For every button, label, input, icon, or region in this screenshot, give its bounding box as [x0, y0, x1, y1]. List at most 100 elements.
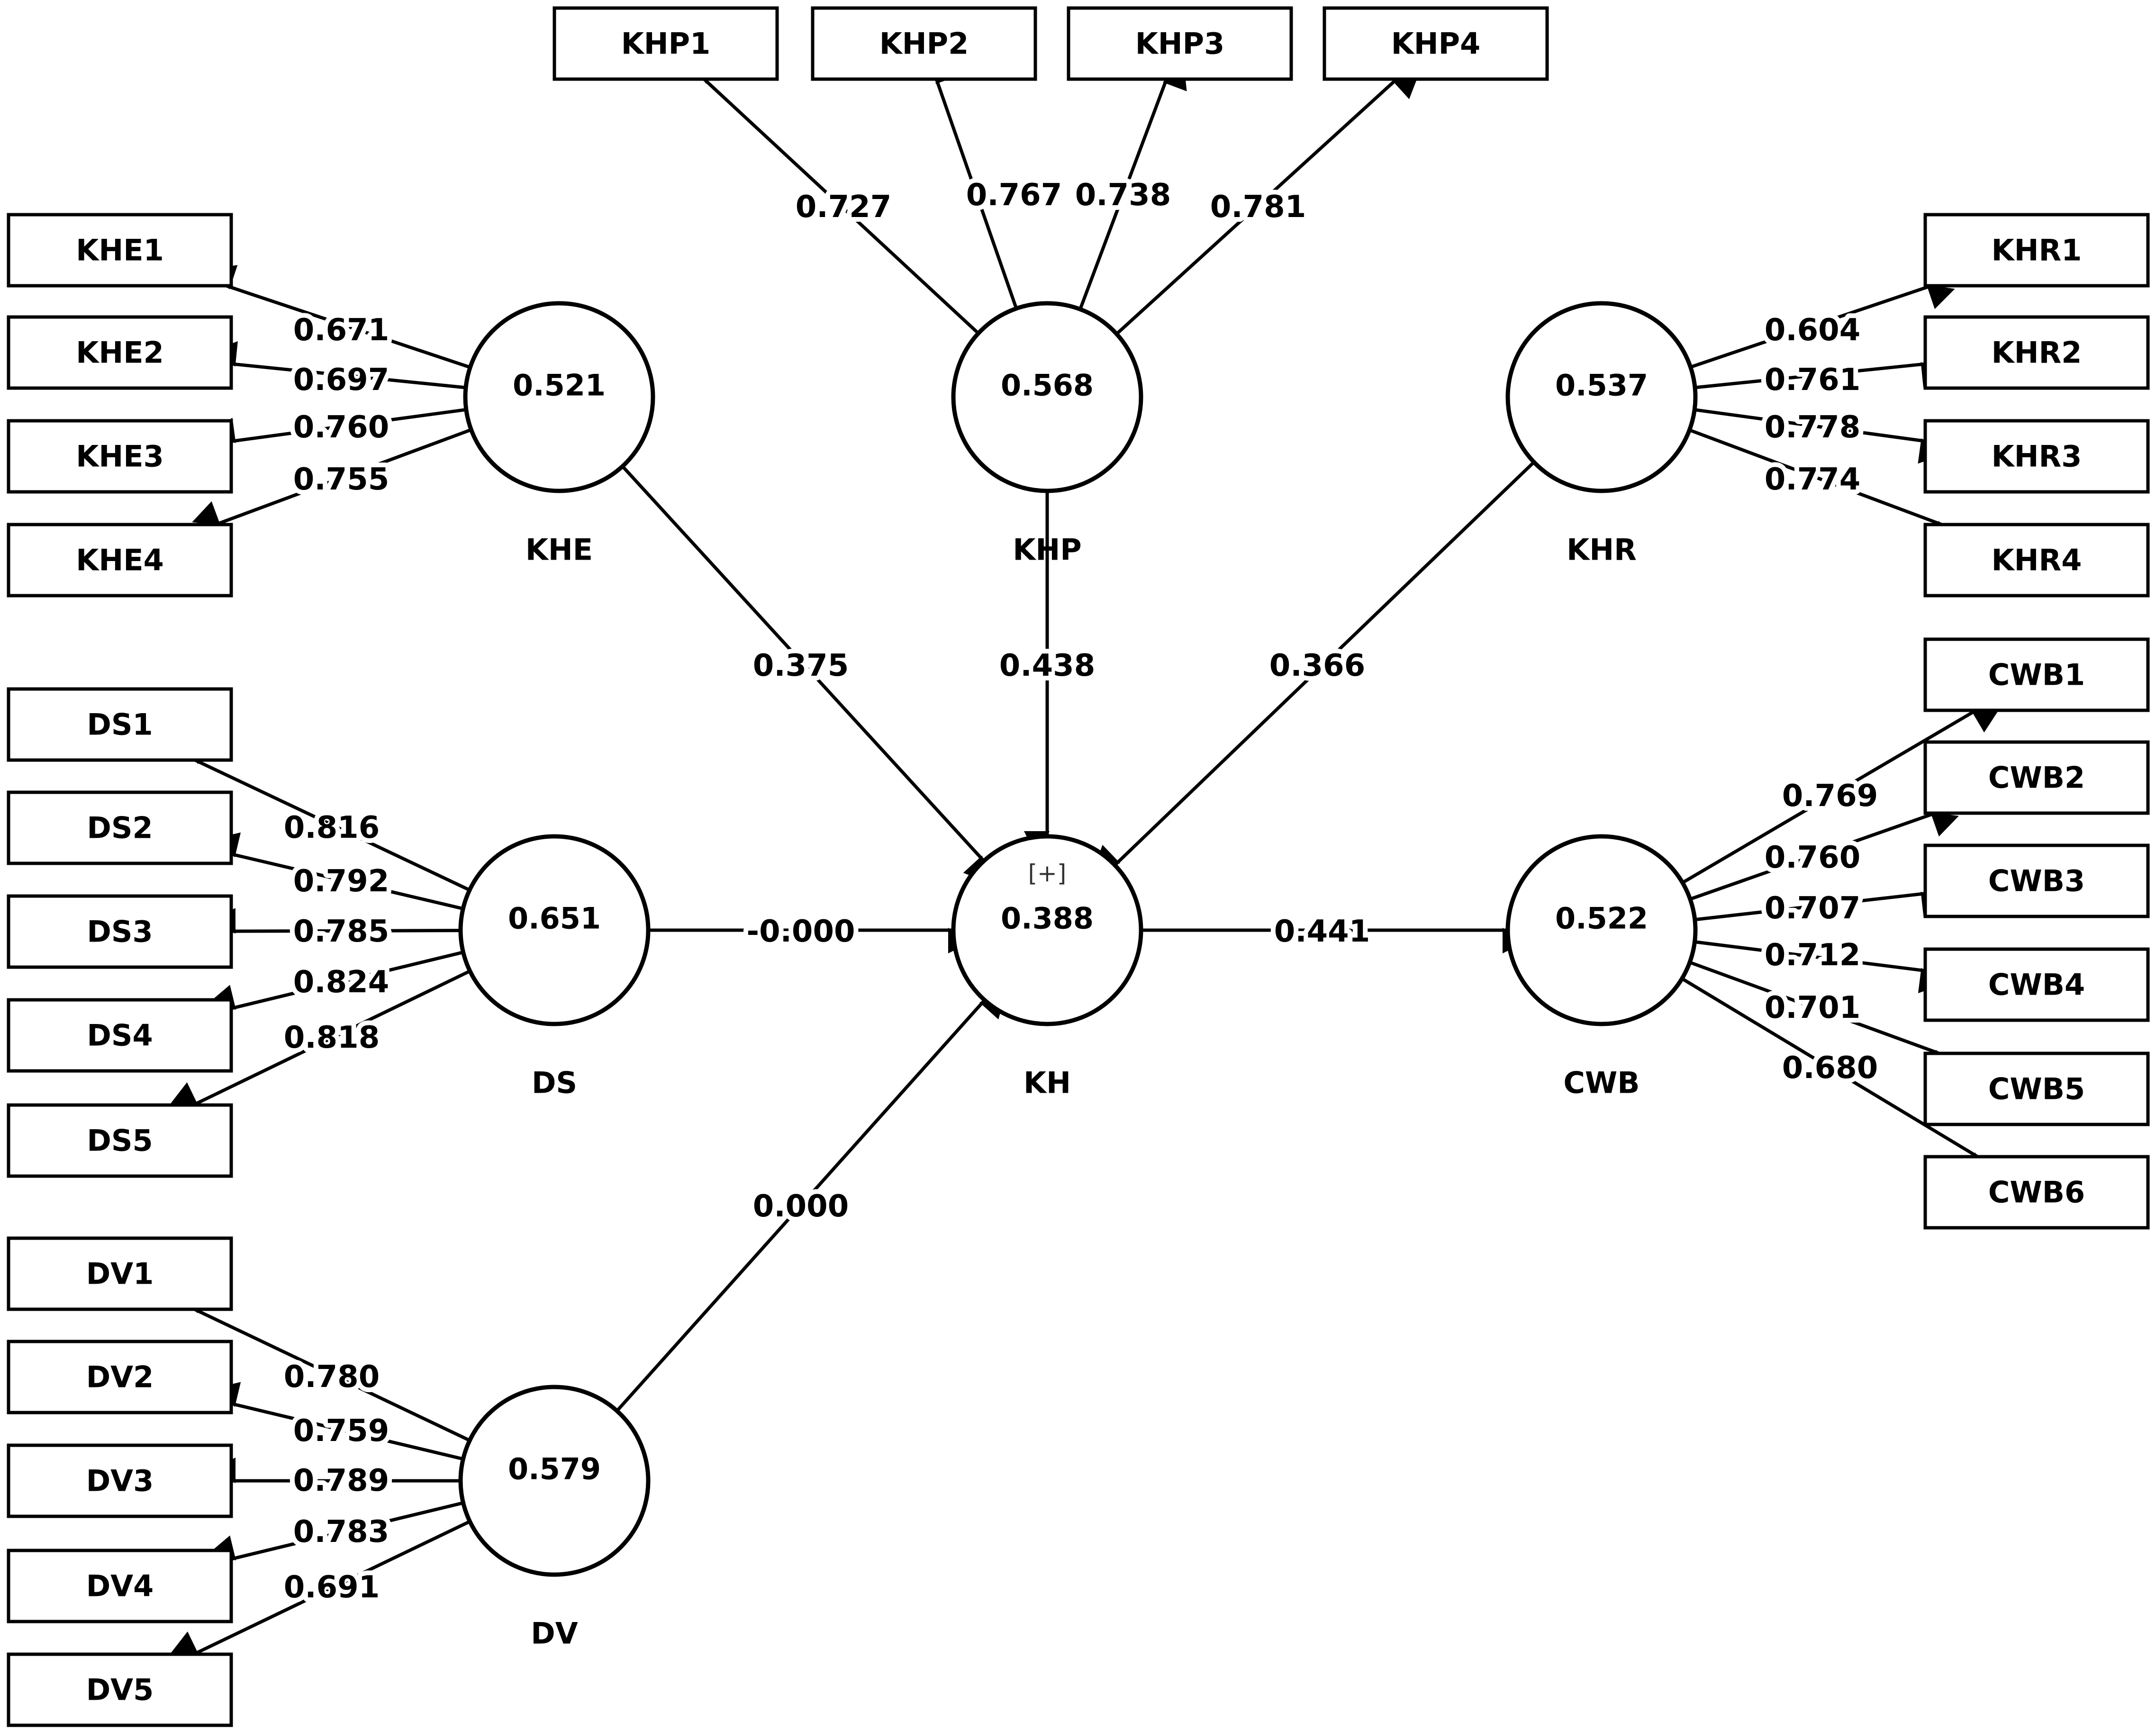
loading-label-khp2: 0.767 — [966, 178, 1062, 213]
indicator-box-cwb6[interactable]: CWB6 — [1923, 1155, 2150, 1230]
loading-arrow-cwb6 — [1681, 977, 1991, 1177]
indicator-rect — [7, 1103, 233, 1178]
indicator-box-khp3[interactable]: KHP3 — [1067, 6, 1293, 81]
loading-label-ds4: 0.824 — [293, 965, 389, 1000]
indicator-box-khe4[interactable]: KHE4 — [7, 523, 233, 598]
path-arrow-dv-to-kh — [616, 992, 1006, 1412]
loading-label-dv2: 0.759 — [293, 1414, 389, 1449]
latent-variable-dv[interactable]: 0.579 — [458, 1385, 651, 1577]
indicator-label: DS5 — [87, 1124, 153, 1158]
loading-label-khr1: 0.604 — [1765, 313, 1860, 348]
indicator-box-khe1[interactable]: KHE1 — [7, 213, 233, 288]
latent-circle — [458, 834, 651, 1026]
latent-variable-name: CWB — [1563, 1066, 1640, 1100]
indicator-box-khe3[interactable]: KHE3 — [7, 419, 233, 494]
indicator-box-khp4[interactable]: KHP4 — [1323, 6, 1549, 81]
indicator-label: KHE2 — [76, 335, 163, 370]
loading-arrow-cwb3 — [1694, 891, 1948, 922]
indicator-box-ds1[interactable]: DS1 — [7, 687, 233, 762]
indicator-rect — [7, 998, 233, 1073]
indicator-box-dv2[interactable]: DV2 — [7, 1340, 233, 1414]
loading-label-khp3: 0.738 — [1075, 178, 1171, 213]
indicator-rect — [1923, 419, 2150, 494]
indicator-label: DS2 — [87, 811, 153, 845]
latent-circle — [951, 301, 1143, 493]
indicator-box-khr4[interactable]: KHR4 — [1923, 523, 2150, 598]
loading-arrow-khe1 — [209, 265, 471, 369]
latent-variable-kh[interactable]: 0.388 [+] — [951, 834, 1143, 1026]
r-squared-value: 0.579 — [508, 1452, 601, 1486]
indicator-box-cwb3[interactable]: CWB3 — [1923, 843, 2150, 918]
latent-variable-khp[interactable]: 0.568 — [951, 301, 1143, 493]
indicator-box-ds2[interactable]: DS2 — [7, 790, 233, 865]
latent-variable-name: KHE — [525, 533, 593, 567]
indicator-label: KHE1 — [76, 233, 163, 268]
loading-label-khe1: 0.671 — [293, 313, 389, 348]
indicator-rect — [7, 1236, 233, 1311]
loading-arrow-khp2 — [934, 55, 1018, 309]
latent-variable-khe[interactable]: 0.521 — [463, 301, 655, 493]
indicator-box-ds5[interactable]: DS5 — [7, 1103, 233, 1178]
latent-variable-ds[interactable]: 0.651 — [458, 834, 651, 1026]
indicator-rect — [7, 1652, 233, 1727]
indicator-rect — [1923, 523, 2150, 598]
loading-label-ds3: 0.785 — [293, 914, 389, 949]
indicator-label: DV2 — [86, 1360, 154, 1395]
loading-label-khp1: 0.727 — [796, 190, 891, 225]
indicator-label: CWB5 — [1988, 1072, 2085, 1106]
path-arrow-khr-to-kh — [1093, 461, 1535, 872]
loading-arrow-cwb5 — [1689, 961, 1956, 1074]
indicator-label: CWB2 — [1988, 761, 2085, 795]
indicator-box-dv3[interactable]: DV3 — [7, 1443, 233, 1518]
loading-arrow-khr2 — [1694, 362, 1948, 390]
latent-variable-cwb[interactable]: 0.522 — [1505, 834, 1698, 1026]
latent-circle — [951, 834, 1143, 1026]
indicator-box-dv4[interactable]: DV4 — [7, 1549, 233, 1623]
indicator-box-cwb5[interactable]: CWB5 — [1923, 1051, 2150, 1126]
indicator-rect — [1923, 637, 2150, 712]
indicator-box-khr2[interactable]: KHR2 — [1923, 315, 2150, 390]
indicator-label: DS3 — [87, 915, 153, 949]
indicator-rect — [7, 894, 233, 969]
indicator-rect — [1923, 315, 2150, 390]
indicator-rect — [1067, 6, 1293, 81]
indicator-box-ds4[interactable]: DS4 — [7, 998, 233, 1073]
indicator-rect — [811, 6, 1037, 81]
loading-arrow-dv1 — [180, 1290, 471, 1442]
r-squared-value: 0.388 — [1001, 901, 1094, 936]
loading-label-cwb4: 0.712 — [1765, 938, 1860, 973]
indicator-label: DS1 — [87, 707, 153, 742]
loading-label-dv3: 0.789 — [293, 1463, 389, 1498]
path-coef-khe-to-kh: 0.375 — [753, 648, 849, 683]
indicator-box-khp1[interactable]: KHP1 — [553, 6, 779, 81]
indicator-box-dv5[interactable]: DV5 — [7, 1652, 233, 1727]
latent-circle — [1505, 301, 1698, 493]
loading-arrow-ds3 — [209, 908, 461, 934]
indicator-label: KHE4 — [76, 543, 163, 578]
loading-label-khe4: 0.755 — [293, 462, 389, 497]
loading-arrow-ds5 — [169, 970, 471, 1107]
indicator-label: DV5 — [86, 1673, 154, 1707]
expand-marker[interactable]: [+] — [1028, 860, 1067, 887]
indicator-box-khr3[interactable]: KHR3 — [1923, 419, 2150, 494]
loading-label-cwb3: 0.707 — [1765, 891, 1860, 926]
indicator-label: CWB4 — [1988, 968, 2085, 1002]
indicator-box-cwb4[interactable]: CWB4 — [1923, 947, 2150, 1022]
indicator-box-khe2[interactable]: KHE2 — [7, 315, 233, 390]
indicator-box-cwb1[interactable]: CWB1 — [1923, 637, 2150, 712]
indicator-box-khp2[interactable]: KHP2 — [811, 6, 1037, 81]
latent-circle — [1505, 834, 1698, 1026]
loading-arrow-khp1 — [695, 57, 980, 335]
indicator-label: KHP3 — [1135, 27, 1225, 61]
indicator-box-dv1[interactable]: DV1 — [7, 1236, 233, 1311]
loading-label-khe2: 0.697 — [293, 363, 389, 398]
indicator-label: KHR4 — [1992, 543, 2082, 578]
indicator-box-ds3[interactable]: DS3 — [7, 894, 233, 969]
indicator-label: KHE3 — [76, 439, 163, 474]
indicator-box-khr1[interactable]: KHR1 — [1923, 213, 2150, 288]
latent-variable-name: KH — [1024, 1066, 1071, 1100]
indicator-box-cwb2[interactable]: CWB2 — [1923, 740, 2150, 815]
latent-variable-khr[interactable]: 0.537 — [1505, 301, 1698, 493]
